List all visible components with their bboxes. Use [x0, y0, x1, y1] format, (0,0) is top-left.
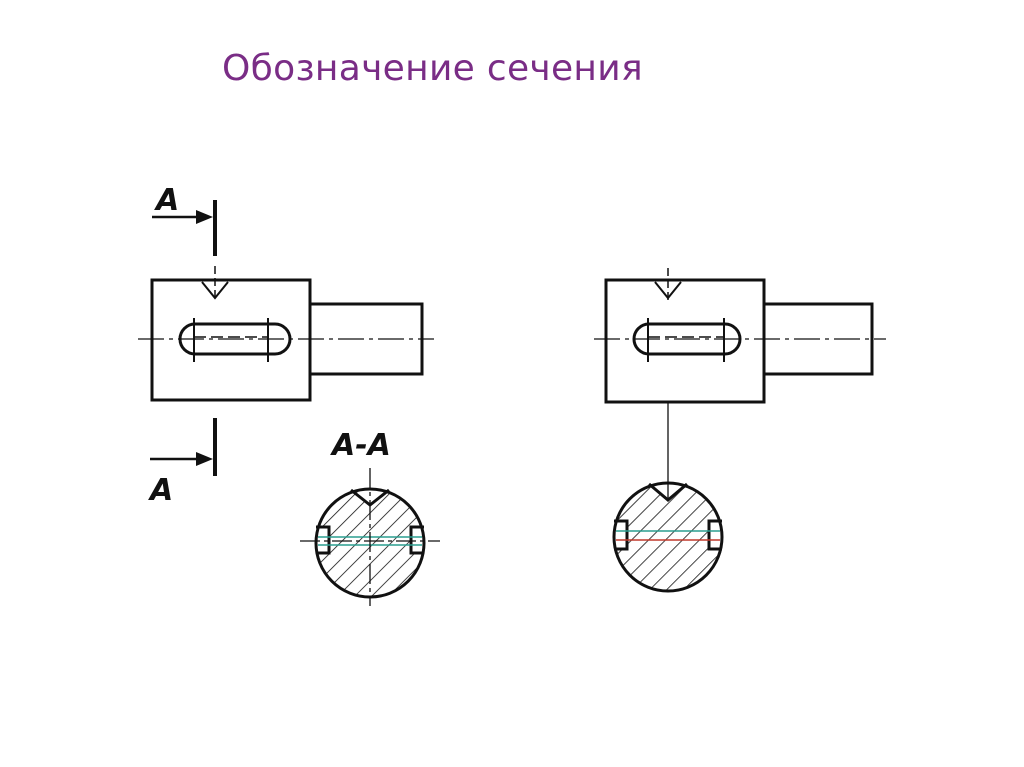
section-label: A-A [330, 428, 391, 463]
section-view-left [300, 468, 440, 606]
part-body [604, 278, 766, 404]
section-view-right [612, 481, 724, 593]
part-shaft [310, 302, 424, 376]
arrow-right-icon [196, 452, 213, 466]
cutting-plane-bottom: A [148, 418, 217, 508]
v-groove [201, 266, 229, 300]
slide-title: Обозначение сечения [222, 48, 643, 89]
arrow-right-icon [196, 210, 213, 224]
right-drawing [594, 268, 886, 593]
part-body [150, 278, 312, 402]
v-groove [654, 268, 682, 300]
left-drawing: A A A-A [138, 183, 440, 606]
cut-label-top: A [154, 183, 179, 218]
cut-label-bottom: A [148, 473, 173, 508]
cutting-plane-top: A [152, 183, 217, 256]
part-shaft [764, 302, 874, 376]
